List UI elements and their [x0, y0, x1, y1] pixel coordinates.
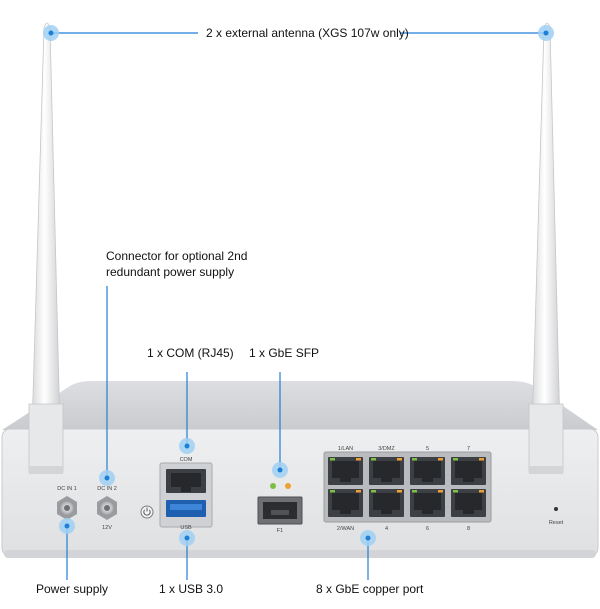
port-label-bottom: 6	[426, 526, 429, 532]
callout-com: 1 x COM (RJ45)	[147, 346, 234, 360]
com-label: COM	[180, 457, 193, 463]
port-label-bottom: 8	[467, 526, 470, 532]
callout-lines	[51, 32, 546, 580]
copper-port	[328, 489, 363, 517]
usb-label: USB	[180, 525, 192, 531]
copper-port	[328, 457, 363, 485]
reset-button	[554, 507, 558, 511]
dc-in-2-connector	[97, 496, 117, 520]
copper-port-labels-bottom: 2/WAN 4 6 8	[337, 526, 470, 532]
port-label-top: 1/LAN	[338, 446, 353, 452]
callout-copper: 8 x GbE copper port	[316, 582, 424, 596]
port-label-top: 5	[426, 446, 429, 452]
port-label-bottom: 4	[385, 526, 388, 532]
reset-label: Reset	[549, 520, 564, 526]
callout-sfp: 1 x GbE SFP	[249, 346, 320, 360]
dc-in-2-label: DC IN 2	[97, 486, 117, 492]
port-label-bottom: 2/WAN	[337, 526, 354, 532]
callout-markers	[43, 25, 554, 546]
copper-port-grid	[328, 457, 486, 517]
callout-power: Power supply	[36, 582, 109, 596]
copper-port	[369, 457, 404, 485]
sfp-leds	[270, 483, 291, 489]
device-top	[2, 381, 598, 430]
copper-port	[410, 489, 445, 517]
copper-port-housing	[323, 451, 492, 523]
sfp-label: F1	[277, 528, 283, 534]
device-bottom-edge	[4, 550, 596, 558]
copper-port	[451, 489, 486, 517]
device-front	[1, 428, 599, 557]
callout-usb: 1 x USB 3.0	[159, 582, 224, 596]
copper-port-labels-top: 1/LAN 3/DMZ 5 7	[338, 446, 470, 452]
dc-in-1-connector	[57, 496, 77, 520]
copper-port	[451, 457, 486, 485]
copper-port	[410, 457, 445, 485]
port-label-top: 7	[467, 446, 470, 452]
sfp-port	[257, 496, 303, 525]
dc-in-1-label: DC IN 1	[57, 486, 77, 492]
power-icon	[140, 505, 154, 519]
voltage-label: 12V	[102, 525, 112, 531]
antenna-left	[28, 22, 64, 474]
callout-antenna: 2 x external antenna (XGS 107w only)	[206, 26, 409, 40]
copper-port	[369, 489, 404, 517]
port-label-top: 3/DMZ	[378, 446, 395, 452]
usb-port	[166, 500, 206, 517]
callout-redundant-power: Connector for optional 2nd redundant pow…	[106, 249, 248, 279]
com-port	[166, 469, 206, 493]
antenna-right	[528, 22, 564, 474]
